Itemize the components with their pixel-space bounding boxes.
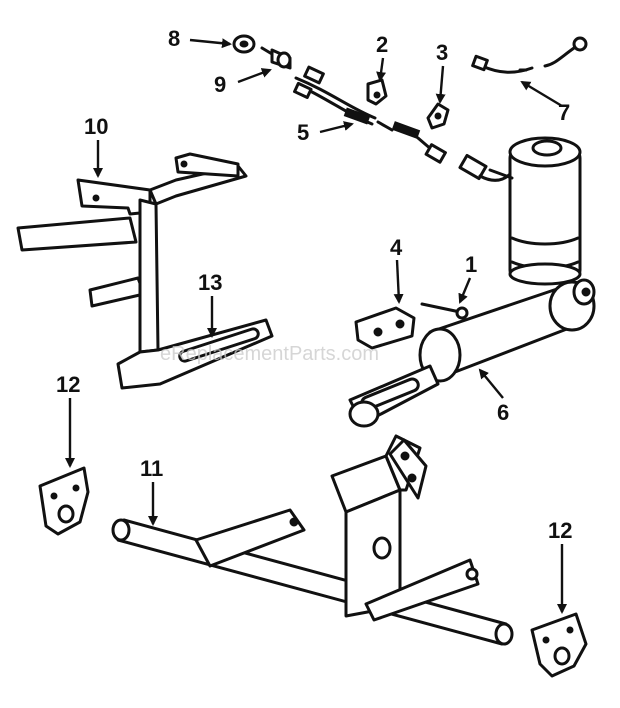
callout-3: 3 [436,40,448,65]
callout-9: 9 [214,72,226,97]
flange-plate-part-12-right [530,612,588,678]
callout-labels: 1 2 3 4 5 6 7 8 9 10 11 12 12 13 [56,26,572,543]
callout-7: 7 [558,100,570,125]
wiring-harness-part-5 [293,65,514,182]
arrow-7 [520,80,563,108]
callout-6: 6 [497,400,509,425]
motor [488,136,582,286]
arrow-9 [237,68,272,84]
callout-11: 11 [140,456,163,481]
actuator-part-6 [348,278,596,428]
terminal-part-3 [426,102,450,130]
grommet-part-8 [232,34,256,54]
arrow-5 [319,121,354,134]
callout-5: 5 [297,120,309,145]
callout-8: 8 [168,26,180,51]
callout-10: 10 [84,114,108,139]
callout-arrows [65,38,567,614]
callout-4: 4 [390,235,403,260]
callout-13: 13 [198,270,222,295]
pin-part-1 [420,302,469,320]
switch-part-9 [260,46,292,70]
arrow-3 [435,65,446,104]
flange-plate-part-12-left [38,466,90,536]
terminal-part-2 [366,78,388,106]
arrow-6 [478,368,504,399]
callout-2: 2 [376,32,388,57]
callout-12-right: 12 [548,518,572,543]
callout-1: 1 [465,252,477,277]
watermark-text: eReplacementParts.com [160,343,379,365]
bracket-plate-part-4 [354,306,416,350]
arrow-8 [189,38,232,49]
callout-12-left: 12 [56,372,80,397]
arrow-4 [393,259,404,304]
shaft-assembly-part-11 [111,434,514,646]
arrow-2 [376,57,387,82]
strap-part-13 [116,318,274,390]
ground-wire-part-7 [471,36,588,74]
mounting-frame-part-10 [16,152,248,354]
arrow-1 [458,277,472,304]
